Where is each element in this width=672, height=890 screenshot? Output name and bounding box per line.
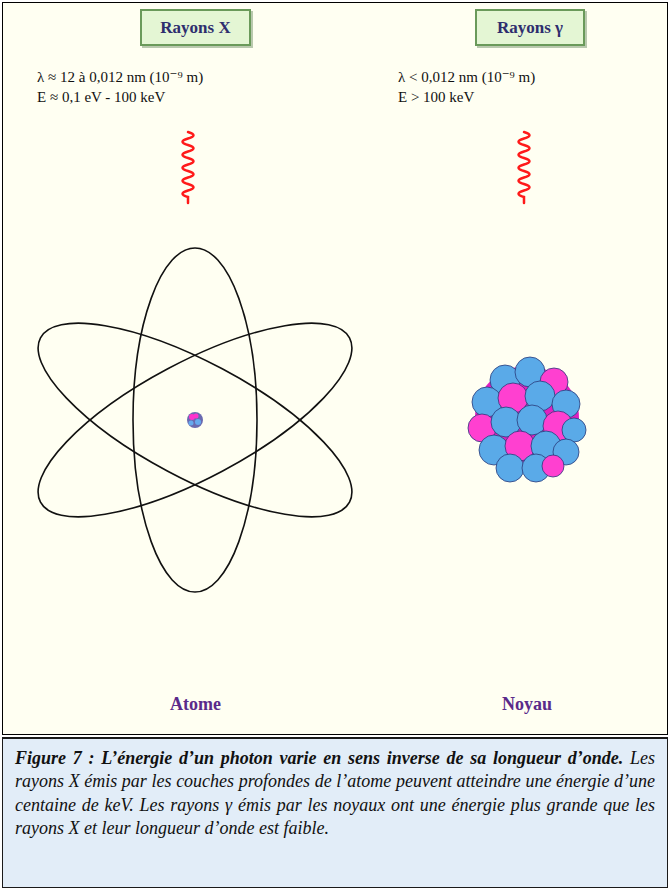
energy-note: λ ≈ 12 à 0,012 nm (10⁻⁹ m) (37, 68, 203, 86)
atom-nucleus (187, 412, 203, 428)
nucleus-cluster (468, 357, 586, 482)
caption-paragraph: Figure 7 : L’énergie d’un photon varie e… (15, 747, 655, 841)
energy-note: λ < 0,012 nm (10⁻⁹ m) (398, 68, 535, 86)
energy-note: E ≈ 0,1 eV - 100 keV (37, 89, 165, 106)
energy-note: E > 100 keV (398, 89, 474, 106)
box-title: Rayons X (160, 18, 230, 38)
caption-title: Figure 7 : L’énergie d’un photon varie e… (15, 748, 623, 768)
title-box: Rayons γ (475, 9, 585, 46)
illustration (0, 0, 672, 740)
part-name: Noyau (502, 694, 552, 715)
caption-box: Figure 7 : L’énergie d’un photon varie e… (2, 737, 668, 888)
box-title: Rayons γ (497, 18, 563, 38)
photon-wave (183, 132, 530, 203)
atom-orbits (13, 248, 376, 592)
part-name: Atome (170, 694, 221, 715)
title-box: Rayons X (140, 9, 251, 46)
figure-frame (2, 2, 668, 735)
